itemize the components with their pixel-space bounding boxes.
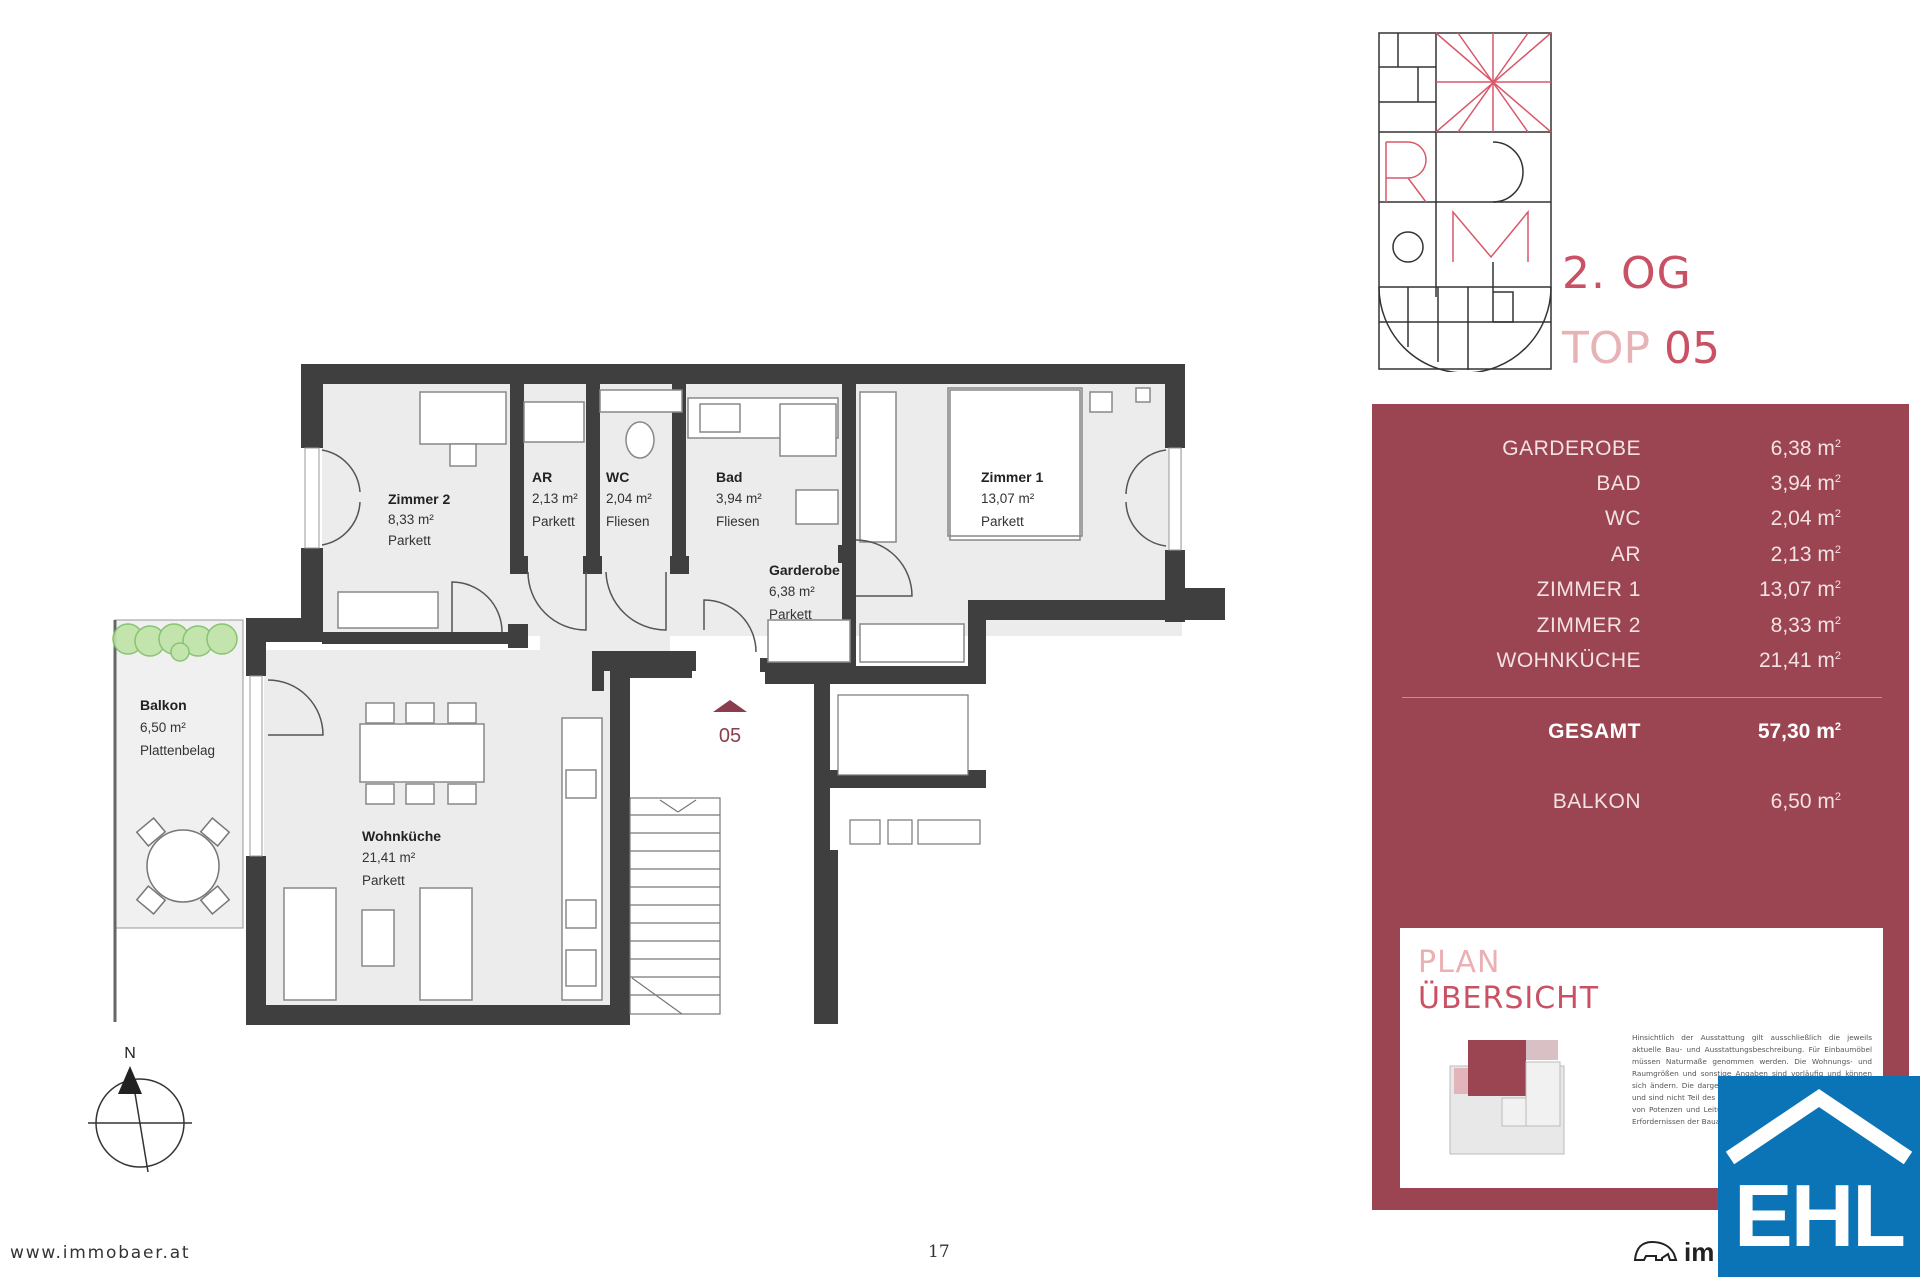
bear-icon — [1633, 1240, 1678, 1261]
area-panel: GARDEROBE 6,38 m2 BAD 3,94 m2 WC 2,04 m2… — [1372, 404, 1909, 1210]
ehl-logo-text: EHL — [1734, 1166, 1906, 1265]
area-total-label: GESAMT — [1548, 720, 1641, 743]
stairs — [629, 694, 981, 1015]
room-label-garderobe: Garderobe 6,38 m² Parkett — [769, 562, 840, 622]
area-value: 8,33 m2 — [1770, 614, 1841, 637]
room-label-balkon: Balkon 6,50 m² Plattenbelag — [140, 697, 215, 758]
room-area: 6,38 m² — [769, 584, 815, 599]
area-value: 2,04 m2 — [1770, 507, 1841, 530]
room-floor: Parkett — [532, 514, 575, 529]
unit-number: 05 — [1664, 323, 1721, 374]
area-label: BAD — [1596, 472, 1641, 495]
area-label: ZIMMER 2 — [1536, 614, 1641, 637]
area-label: GARDEROBE — [1502, 437, 1641, 460]
page-number: 17 — [928, 1242, 950, 1262]
room-name: Zimmer 1 — [981, 469, 1043, 485]
room-area: 8,33 m² — [388, 512, 434, 527]
unit-marker-label: 05 — [719, 725, 741, 747]
area-label: WC — [1605, 507, 1641, 530]
house-icon — [1725, 1088, 1913, 1165]
room-label-zimmer-1: Zimmer 1 13,07 m² Parkett — [981, 469, 1043, 529]
area-extra-value: 6,50 m2 — [1770, 790, 1841, 813]
area-total-row: GESAMT 57,30 m2 — [1372, 720, 1909, 748]
area-extra-label: BALKON — [1552, 790, 1641, 813]
project-logo — [1378, 32, 1552, 372]
plants — [112, 623, 238, 662]
compass: N — [88, 1045, 192, 1173]
partitions — [322, 384, 856, 691]
area-row: AR 2,13 m2 — [1372, 543, 1909, 571]
room-label-zimmer-2: Zimmer 2 8,33 m² Parkett — [388, 491, 450, 548]
area-row: WOHNKÜCHE 21,41 m2 — [1372, 649, 1909, 677]
doors — [267, 449, 1167, 736]
overview-title-line1: PLAN — [1418, 945, 1501, 980]
area-total-value: 57,30 m2 — [1757, 720, 1841, 743]
room-floor: Fliesen — [606, 514, 650, 529]
area-value: 13,07 m2 — [1758, 578, 1841, 601]
room-name: Wohnküche — [362, 828, 441, 844]
area-value: 21,41 m2 — [1758, 649, 1841, 672]
footer-website[interactable]: www.immobaer.at — [10, 1243, 191, 1263]
area-row: ZIMMER 2 8,33 m2 — [1372, 614, 1909, 642]
room-floor: Plattenbelag — [140, 743, 215, 758]
room-name: Zimmer 2 — [388, 491, 450, 507]
room-label-wc: WC 2,04 m² Fliesen — [606, 469, 652, 529]
area-value: 2,13 m2 — [1770, 543, 1841, 566]
room-name: WC — [606, 469, 629, 485]
room-label-ar: AR 2,13 m² Parkett — [532, 469, 578, 529]
balcony — [112, 619, 244, 1022]
area-label: WOHNKÜCHE — [1496, 649, 1641, 672]
room-label-wohnkueche: Wohnküche 21,41 m² Parkett — [362, 828, 441, 888]
overview-thumbnail — [1449, 1040, 1565, 1155]
room-area: 3,94 m² — [716, 491, 762, 506]
balcony-table — [135, 816, 231, 916]
overview-card: PLAN ÜBERSICHT Hinsichtlich der Ausstatt… — [1400, 928, 1883, 1188]
unit-prefix: TOP — [1562, 323, 1651, 374]
room-area: 2,13 m² — [532, 491, 578, 506]
unit-title: TOP 05 — [1562, 327, 1720, 371]
area-value: 3,94 m2 — [1770, 472, 1841, 495]
room-name: AR — [532, 469, 552, 485]
overview-title-line2: ÜBERSICHT — [1418, 981, 1600, 1016]
area-label: ZIMMER 1 — [1536, 578, 1641, 601]
area-divider — [1402, 697, 1882, 698]
room-label-bad: Bad 3,94 m² Fliesen — [716, 469, 762, 529]
room-area: 13,07 m² — [981, 491, 1035, 506]
room-floor: Parkett — [769, 607, 812, 622]
area-extra-row: BALKON 6,50 m2 — [1372, 790, 1909, 818]
room-area: 6,50 m² — [140, 720, 186, 735]
floor-plan: 05 Zimmer 2 8,33 m² Parkett AR 2,13 m² P… — [88, 364, 1225, 1173]
room-floor: Parkett — [362, 873, 405, 888]
room-floor: Fliesen — [716, 514, 760, 529]
area-label: AR — [1610, 543, 1641, 566]
unit-marker: 05 — [713, 700, 747, 747]
area-row: WC 2,04 m2 — [1372, 507, 1909, 535]
room-name: Balkon — [140, 697, 187, 713]
area-row: BAD 3,94 m2 — [1372, 472, 1909, 500]
furniture — [337, 387, 1151, 663]
room-area: 2,04 m² — [606, 491, 652, 506]
room-name: Garderobe — [769, 562, 840, 578]
room-name: Bad — [716, 469, 742, 485]
area-value: 6,38 m2 — [1770, 437, 1841, 460]
ehl-logo: EHL — [1718, 1076, 1920, 1277]
windows — [249, 447, 1182, 857]
compass-label: N — [124, 1045, 136, 1062]
floor-title: 2. OG — [1562, 248, 1692, 299]
room-floor: Parkett — [981, 514, 1024, 529]
kitchen-furniture — [283, 702, 603, 1001]
area-row: GARDEROBE 6,38 m2 — [1372, 437, 1909, 465]
room-area: 21,41 m² — [362, 850, 416, 865]
footer-brand: im — [1684, 1237, 1715, 1267]
area-row: ZIMMER 1 13,07 m2 — [1372, 578, 1909, 606]
room-floor: Parkett — [388, 533, 431, 548]
